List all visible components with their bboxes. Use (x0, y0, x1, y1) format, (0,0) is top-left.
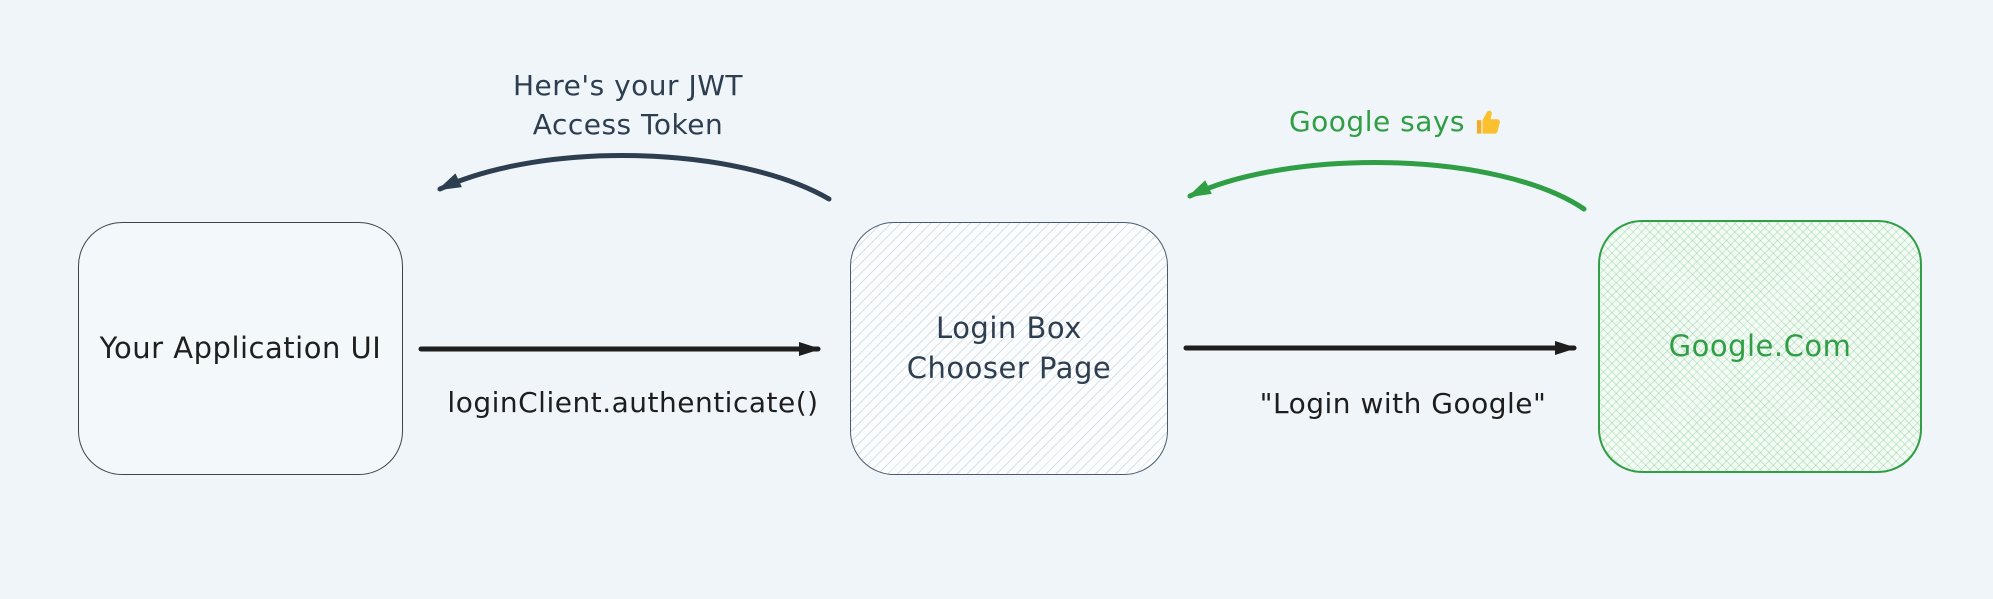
node-your-application-ui[interactable]: Your Application UI (78, 222, 403, 475)
node-your-application-ui-label: Your Application UI (99, 330, 382, 365)
label-jwt-access-token[interactable]: Here's your JWT Access Token (513, 69, 743, 142)
arrow-google-says[interactable] (1187, 160, 1587, 212)
label-login-with-google[interactable]: "Login with Google" (1259, 387, 1547, 420)
label-google-says[interactable]: Google says (1282, 105, 1512, 138)
node-google-com[interactable]: Google.Com (1598, 220, 1922, 473)
label-loginclient-authenticate[interactable]: loginClient.authenticate() (447, 386, 819, 419)
arrow-jwt-return[interactable] (437, 153, 832, 202)
node-login-box-chooser-page-label: Login Box Chooser Page (906, 311, 1112, 385)
label-google-says-text: Google says (1288, 105, 1466, 138)
node-login-box-chooser-page[interactable]: Login Box Chooser Page (850, 222, 1168, 475)
node-google-com-label: Google.Com (1668, 328, 1852, 363)
thumbs-up-icon (1476, 110, 1500, 134)
